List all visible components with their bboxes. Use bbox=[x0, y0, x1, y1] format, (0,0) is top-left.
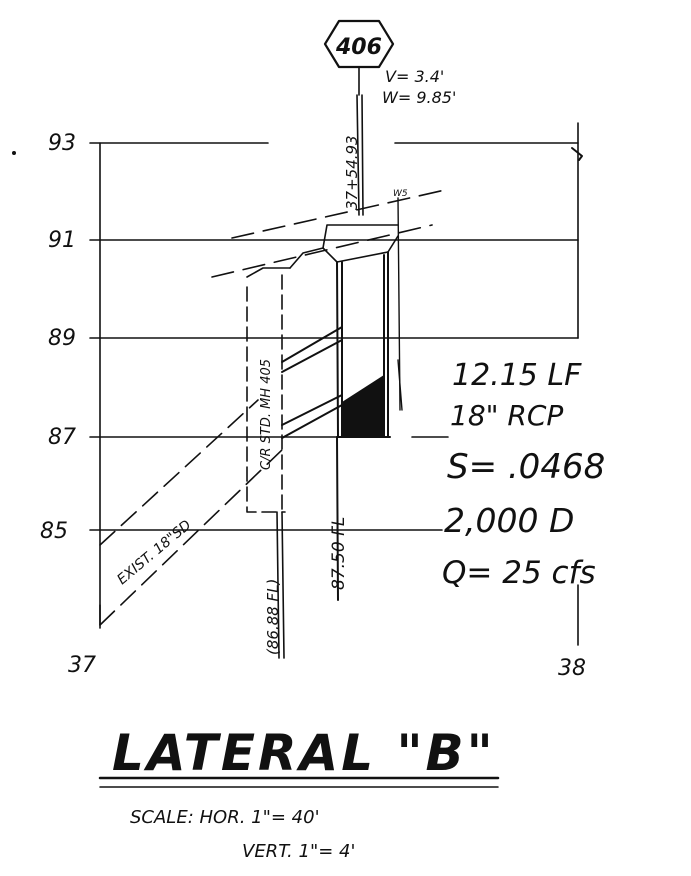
pipe-note-class: 2,000 D bbox=[444, 501, 574, 540]
flowline-left-label: (86.88 FL) bbox=[264, 579, 282, 655]
elevation-label-85: 85 bbox=[40, 519, 68, 544]
scale-vertical: VERT. 1"= 4' bbox=[242, 841, 355, 862]
structure-marker-406: 406 V= 3.4' W= 9.85' bbox=[323, 19, 456, 107]
riser-line bbox=[397, 197, 403, 411]
manhole-label: C/R STD. MH 405 bbox=[259, 359, 274, 470]
station-label: 37+54.93 bbox=[343, 135, 361, 210]
riser-label: W5 bbox=[393, 189, 408, 199]
finished-grade-lines bbox=[211, 189, 446, 278]
pipe-note-flow: Q= 25 cfs bbox=[442, 555, 596, 591]
elevation-label-91: 91 bbox=[48, 228, 76, 253]
elevation-gridlines bbox=[89, 142, 579, 531]
drawing-title: LATERAL "B" bbox=[112, 724, 496, 782]
proposed-pipe bbox=[281, 326, 343, 439]
pipe-end-fill bbox=[342, 375, 384, 437]
station-label-left: 37 bbox=[68, 653, 96, 678]
marker-w-value: W= 9.85' bbox=[382, 88, 456, 107]
pipe-note-slope: S= .0468 bbox=[447, 447, 605, 487]
surface-profile-lines bbox=[246, 224, 399, 278]
flowline-right-label: 87.50 FL bbox=[329, 517, 349, 590]
station-leader bbox=[356, 66, 364, 216]
elevation-label-87: 87 bbox=[48, 425, 76, 450]
elevation-axis: 93 91 89 87 85 bbox=[40, 131, 76, 544]
existing-pipe-label: EXIST. 18"SD bbox=[114, 517, 194, 588]
marker-number: 406 bbox=[335, 35, 382, 60]
stray-dot bbox=[12, 151, 16, 155]
stray-arrow bbox=[571, 147, 583, 161]
station-label-right: 38 bbox=[558, 656, 586, 681]
manhole-405-outline bbox=[246, 274, 286, 659]
pipe-notes: 12.15 LF 18" RCP S= .0468 2,000 D Q= 25 … bbox=[442, 358, 605, 591]
pipe-note-size: 18" RCP bbox=[450, 399, 563, 432]
pipe-note-length: 12.15 LF bbox=[452, 358, 582, 393]
scale-horizontal: SCALE: HOR. 1"= 40' bbox=[130, 807, 320, 828]
existing-storm-drain bbox=[99, 399, 286, 626]
elevation-label-93: 93 bbox=[48, 131, 76, 156]
elevation-label-89: 89 bbox=[48, 326, 76, 351]
marker-v-value: V= 3.4' bbox=[385, 67, 444, 86]
